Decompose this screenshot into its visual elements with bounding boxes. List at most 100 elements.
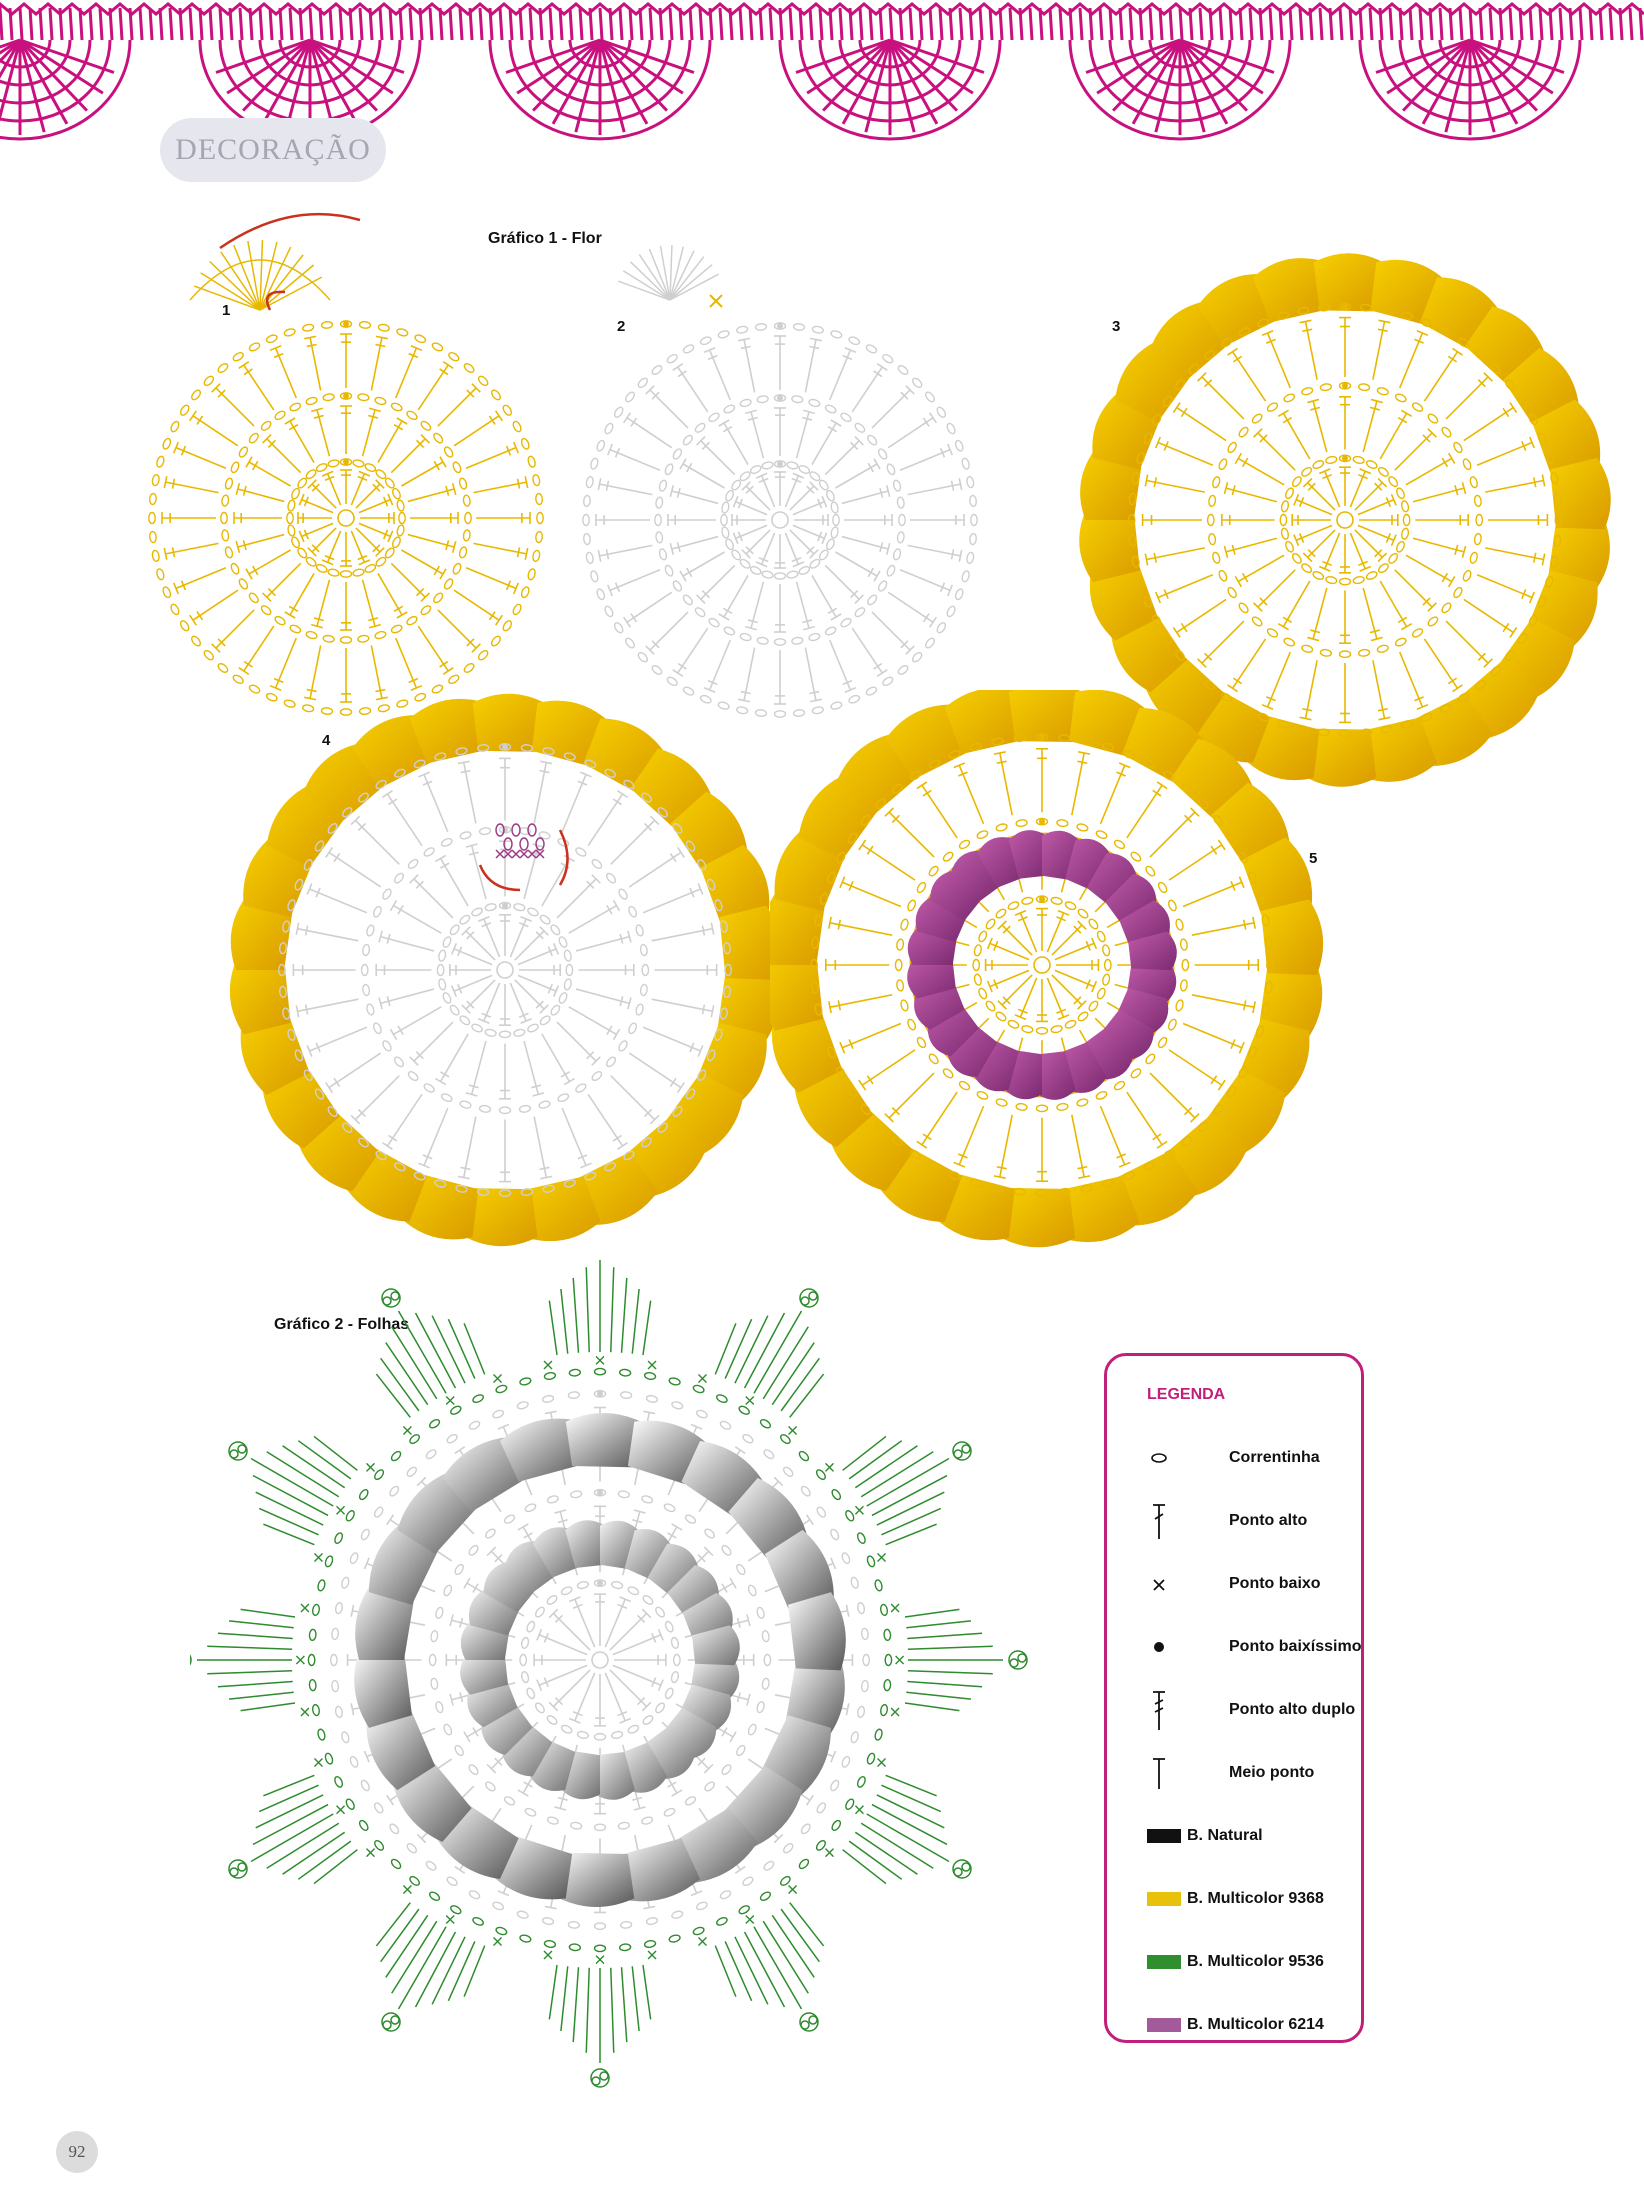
petal xyxy=(915,896,967,942)
petal xyxy=(624,1528,672,1580)
petal xyxy=(1036,1051,1076,1100)
half-double-crochet-icon xyxy=(1153,1758,1165,1789)
single-crochet-icon xyxy=(1153,1579,1165,1591)
petal xyxy=(355,1582,415,1660)
leaves-round-2-chains xyxy=(519,1579,681,1741)
step2-round-5 xyxy=(595,335,965,705)
petal xyxy=(1117,988,1169,1034)
color-swatch xyxy=(1147,2018,1181,2032)
step4-round-4-chains xyxy=(360,825,650,1115)
petal xyxy=(460,1654,509,1695)
legend-label: B. Multicolor 6214 xyxy=(1187,2016,1324,2033)
step2-round-1 xyxy=(731,471,829,569)
petal xyxy=(1008,830,1048,879)
flower-step-5-diagram xyxy=(770,690,1324,1248)
step1-round-2-chains xyxy=(286,458,406,578)
step1-magic-ring xyxy=(337,509,355,527)
petal xyxy=(528,1740,576,1792)
petal xyxy=(230,896,293,970)
petal xyxy=(1089,563,1158,641)
petal xyxy=(462,1188,538,1247)
petal xyxy=(565,1520,606,1569)
step4-round-3 xyxy=(375,840,635,1100)
leaves-single-crochets xyxy=(295,1355,905,1965)
step1-top-fan xyxy=(189,240,331,311)
petal xyxy=(764,1529,834,1613)
step5-round-1 xyxy=(984,907,1100,1023)
petal xyxy=(1197,274,1278,347)
step5-start-dots xyxy=(1039,734,1045,903)
petal xyxy=(785,1660,845,1738)
petal xyxy=(907,959,956,999)
petal xyxy=(885,704,970,780)
petal xyxy=(700,844,770,925)
step1-round-5 xyxy=(161,333,531,703)
legend-label: Ponto alto xyxy=(1229,1512,1308,1529)
step3-magic-ring xyxy=(1336,511,1354,529)
legend-item: Ponto alto duplo xyxy=(1147,1690,1357,1730)
color-swatch xyxy=(1147,1829,1181,1843)
petal xyxy=(1061,1175,1140,1243)
petal xyxy=(575,1151,658,1225)
legend-label: Ponto baixíssimo xyxy=(1229,1638,1362,1655)
petal xyxy=(501,1724,553,1777)
slip-stitch-icon xyxy=(1154,1642,1164,1652)
step3-round-5 xyxy=(1141,316,1549,724)
step2-round-4-chains xyxy=(654,394,906,646)
leaves-outer-ring xyxy=(354,1413,846,1907)
petal xyxy=(1362,717,1438,782)
petal xyxy=(682,1592,733,1639)
step5-purple-ring xyxy=(907,830,1177,1100)
petal xyxy=(468,1588,520,1636)
step1-round-1 xyxy=(297,469,395,567)
chain-icon xyxy=(1151,1453,1167,1463)
step4-magic-ring xyxy=(496,961,514,979)
step3-start-dots xyxy=(1342,303,1348,462)
petal xyxy=(467,1681,518,1728)
petal xyxy=(944,690,1023,755)
petal xyxy=(621,1742,668,1793)
legend-item: Correntinha xyxy=(1147,1438,1357,1478)
leaves-round-4-chains xyxy=(428,1488,772,1832)
petal xyxy=(1008,690,1086,743)
leaves-round-6-chains xyxy=(329,1389,871,1931)
step3-round-1 xyxy=(1291,466,1399,574)
step-4-number: 4 xyxy=(322,732,331,749)
leaves-inner-ring xyxy=(460,1520,740,1800)
treble-crochet-icon xyxy=(1153,1691,1165,1730)
legend-label: B. Natural xyxy=(1187,1827,1263,1844)
legend-item: Ponto baixo xyxy=(1147,1564,1357,1604)
legend-item: B. Natural xyxy=(1147,1816,1357,1856)
leaves-diagram xyxy=(190,1260,1028,2088)
step5-round-6-chains xyxy=(810,733,1274,1197)
petal xyxy=(930,870,982,921)
petal xyxy=(998,1187,1076,1248)
petal xyxy=(947,1025,998,1077)
petal xyxy=(664,1707,717,1759)
petal xyxy=(1258,965,1323,1041)
petal xyxy=(1102,1009,1154,1060)
petal xyxy=(1550,457,1611,530)
petal xyxy=(1065,838,1111,890)
leaves-green-clusters xyxy=(190,1260,1028,2088)
step4-petals xyxy=(230,693,781,1247)
petal xyxy=(230,960,291,1035)
step-2-number: 2 xyxy=(617,318,626,335)
double-crochet-icon xyxy=(1153,1504,1165,1539)
petal xyxy=(717,970,780,1044)
petal xyxy=(1080,448,1142,520)
legend-item: Ponto alto xyxy=(1147,1501,1357,1541)
legend-item: Meio ponto xyxy=(1147,1753,1357,1793)
legend-label: Meio ponto xyxy=(1229,1764,1315,1781)
step2-round-2-chains xyxy=(720,460,840,580)
step2-top-fan xyxy=(618,245,719,301)
step2-round-3 xyxy=(667,407,893,633)
petal xyxy=(973,1040,1019,1092)
petal xyxy=(1061,1042,1107,1093)
petal xyxy=(472,693,548,752)
petal xyxy=(914,984,965,1030)
legend-label: Correntinha xyxy=(1229,1449,1320,1466)
legend-label: Ponto alto duplo xyxy=(1229,1701,1356,1718)
border-scallops xyxy=(0,2,1644,141)
